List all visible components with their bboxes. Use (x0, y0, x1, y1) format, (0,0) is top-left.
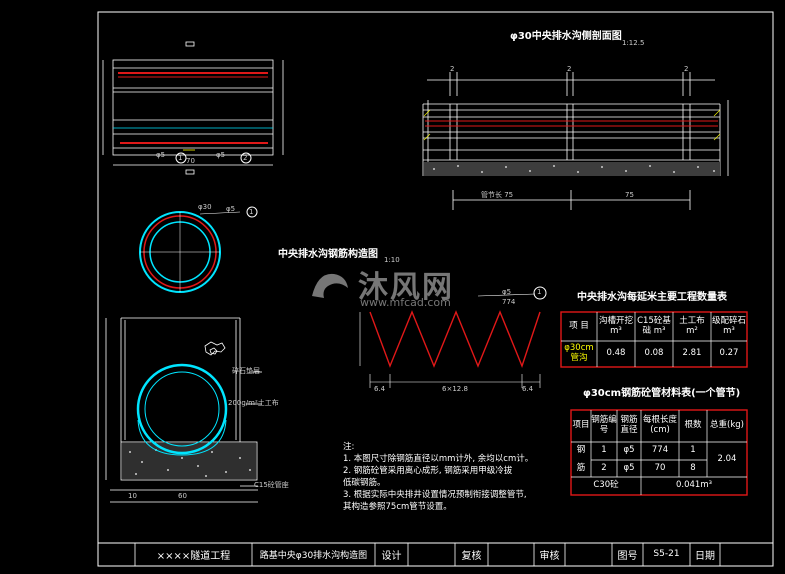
plan-callout-2-num: 2 (243, 154, 248, 162)
qty-header-item: 项 目 (569, 320, 589, 331)
title-block-review: 复核 (461, 550, 482, 562)
side-dim-2a: 2 (450, 65, 455, 73)
mat-r2-dia: φ5 (623, 462, 635, 473)
title-block-drawing-no: S5-21 (653, 549, 680, 559)
pipe-plan-view (102, 41, 284, 175)
trench-section (105, 317, 262, 503)
trench-pipe-inner (144, 371, 220, 447)
watermark-url: www.mfcad.com (360, 296, 451, 309)
mat-concrete-value: 0.041m³ (675, 480, 713, 491)
gravel-fill (122, 443, 256, 479)
mat-header-length: 每根长度(cm) (642, 415, 677, 435)
ring-rebar-tag: φ5 (226, 205, 236, 213)
qty-header-geotextile: 土工布 m² (679, 315, 705, 336)
qty-value-excavation: 0.48 (606, 348, 626, 359)
watermark-brand: 沐风网 (358, 270, 454, 305)
ring-callout-num: 1 (249, 208, 254, 216)
title-block-drawing: 路基中央φ30排水沟构造图 (259, 550, 368, 561)
mat-r2-no: 2 (601, 462, 607, 473)
mat-r2-length: 70 (654, 462, 666, 473)
zigzag-dims (359, 293, 541, 388)
zigzag-dim-right: 6.4 (522, 385, 534, 393)
side-section-view (422, 72, 729, 210)
qty-row-label: φ30cm 管沟 (564, 343, 594, 363)
mat-header-count: 根数 (684, 420, 702, 431)
side-gravel-bed (424, 162, 720, 176)
rebar-structure-scale: 1:10 (384, 256, 400, 264)
rebar-structure-title: 中央排水沟钢筋构造图 (278, 249, 378, 260)
mat-total-weight: 2.04 (717, 453, 737, 464)
qty-header-gravel: 级配碎石 m³ (711, 315, 746, 336)
quantity-table-grid (560, 311, 748, 368)
plan-rebar-tag-1: φ5 (156, 151, 166, 159)
trench-pipe-outer (136, 363, 228, 455)
drawing-frame (97, 11, 774, 567)
mat-header-no: 钢筋编号 (591, 415, 617, 435)
mat-header-item: 项目 (572, 420, 590, 431)
zigzag-rebar (369, 310, 541, 369)
title-block-grid (134, 543, 721, 566)
quantity-table-title: 中央排水沟每延米主要工程数量表 (577, 292, 727, 303)
callout-1 (175, 152, 187, 164)
notes-heading: 注: (343, 442, 355, 452)
title-block-project: ××××隧道工程 (156, 550, 231, 562)
note-line-5: 其构造参照75cm管节设置。 (343, 502, 452, 512)
zigzag-rebar-tag: φ5 (502, 288, 512, 296)
title-block-design: 设计 (381, 550, 402, 562)
mat-header-weight: 总重(kg) (710, 420, 744, 431)
material-table-title: φ30cm钢筋砼管材料表(一个管节) (583, 388, 741, 399)
c15-label: C15砼管座 (254, 481, 289, 489)
mat-header-dia: 钢筋直径 (620, 415, 638, 435)
pipe-cradle (137, 419, 227, 456)
watermark: 沐风网 www.mfcad.com (308, 262, 454, 309)
note-line-1: 1. 本图尺寸除钢筋直径以mm计外, 余均以cm计。 (343, 454, 534, 464)
mat-r1-no: 1 (601, 445, 607, 456)
side-dim-2b: 2 (567, 65, 572, 73)
pipe-ring-section (139, 206, 258, 293)
side-section-title: φ30中央排水沟侧剖面图 (510, 31, 622, 42)
geotextile-label: 200g/m²土工布 (228, 399, 279, 407)
mat-r1-length: 774 (651, 445, 669, 456)
zigzag-callout-num: 1 (537, 288, 542, 296)
zigzag-dim-spacing: 6×12.8 (442, 385, 468, 393)
qty-value-gravel: 0.27 (719, 348, 739, 359)
qty-header-c15: C15砼基础 m³ (637, 315, 671, 336)
note-line-2: 2. 钢筋砼管采用离心成形, 钢筋采用甲级冷拔 (343, 466, 513, 476)
mat-r2-count: 8 (690, 462, 696, 473)
gravel-label: 碎石垫层 (232, 367, 260, 375)
note-line-4: 3. 根据实际中央排井设置情况预制衔接调整管节, (343, 490, 527, 500)
side-section-scale: 1:12.5 (622, 39, 645, 47)
ring-dia-tag: φ30 (198, 203, 212, 211)
mat-group-top: 钢 (576, 445, 586, 456)
side-gravel-dots (433, 165, 715, 173)
title-block-date: 日期 (695, 550, 715, 562)
watermark-logo-icon (312, 273, 348, 298)
gravel-symbol (204, 341, 226, 356)
hatch-left (423, 109, 721, 141)
mat-group-bottom: 筋 (576, 462, 586, 473)
mat-concrete-label: C30砼 (593, 480, 619, 491)
pipe-length-right: 75 (625, 191, 634, 199)
mat-r1-count: 1 (690, 445, 696, 456)
title-block-drawing-no-label: 图号 (617, 550, 638, 562)
plan-dim-70: 70 (186, 157, 195, 165)
mat-r1-dia: φ5 (623, 445, 635, 456)
qty-value-c15: 0.08 (644, 348, 664, 359)
qty-value-geotextile: 2.81 (682, 348, 702, 359)
qty-header-excavation: 沟槽开挖 m³ (598, 315, 633, 336)
plan-callout-1-num: 1 (178, 154, 183, 162)
note-line-3: 低碳钢筋。 (343, 478, 386, 488)
pipe-length-left: 管节长 75 (481, 191, 514, 199)
title-block-approve: 审核 (539, 550, 560, 562)
side-dim-2c: 2 (684, 65, 689, 73)
zigzag-rebar-length: 774 (502, 298, 516, 306)
trench-dim-60: 60 (178, 492, 187, 500)
callout-2 (240, 152, 252, 164)
trench-dim-10: 10 (128, 492, 137, 500)
zigzag-dim-left: 6.4 (374, 385, 386, 393)
material-table-grid (570, 409, 748, 496)
zigzag-callout (533, 286, 547, 300)
plan-rebar-tag-2: φ5 (216, 151, 226, 159)
